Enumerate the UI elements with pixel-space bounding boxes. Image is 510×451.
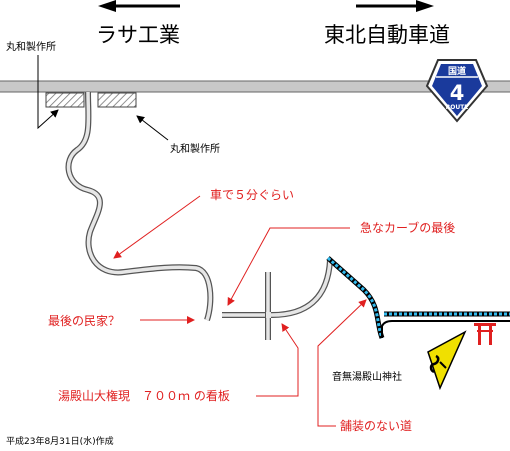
leader-line-maruwa-right — [136, 115, 169, 141]
route-shield-number: 4 — [450, 81, 465, 105]
note-last-house: 最後の民家？ — [48, 313, 120, 328]
leader-sharp-curve — [227, 227, 350, 306]
factory-building-right — [97, 92, 137, 108]
arrow-right-icon — [356, 0, 434, 12]
crossroad — [265, 272, 271, 340]
leader-signboard — [256, 323, 299, 397]
direction-label-right: 東北自動車道 — [324, 23, 450, 47]
shrine-approach — [381, 320, 510, 338]
arrow-left-icon — [98, 0, 180, 12]
leader-five-minutes — [113, 195, 201, 259]
landmark-label-maruwa-right: 丸和製作所 — [170, 142, 220, 155]
torii-icon — [474, 323, 496, 345]
shrine-label: 音無湯殿山神社 — [332, 370, 402, 383]
leader-line-maruwa-left — [37, 55, 59, 130]
side-road — [222, 259, 333, 318]
factory-building-left — [45, 92, 85, 108]
route-shield-bottom: ROUTE — [446, 104, 469, 111]
leader-unpaved — [317, 299, 367, 427]
warning-sign-icon — [427, 330, 467, 391]
landmark-label-maruwa-left: 丸和製作所 — [6, 40, 56, 53]
unpaved-road — [326, 256, 510, 339]
route-4-shield-icon: 国道 4 ROUTE — [425, 59, 489, 123]
note-unpaved: 舗装のない道 — [340, 419, 412, 433]
note-sharp-curve: 急なカーブの最後 — [360, 220, 455, 235]
route-shield-top: 国道 — [448, 65, 466, 77]
direction-label-left: ラサ工業 — [96, 23, 180, 47]
note-signboard: 湯殿山大権現 ７００ｍ の看板 — [58, 388, 230, 403]
note-five-minutes: 車で５分ぐらい — [210, 188, 294, 202]
footer-created-date: 平成23年8月31日(水)作成 — [6, 435, 114, 447]
